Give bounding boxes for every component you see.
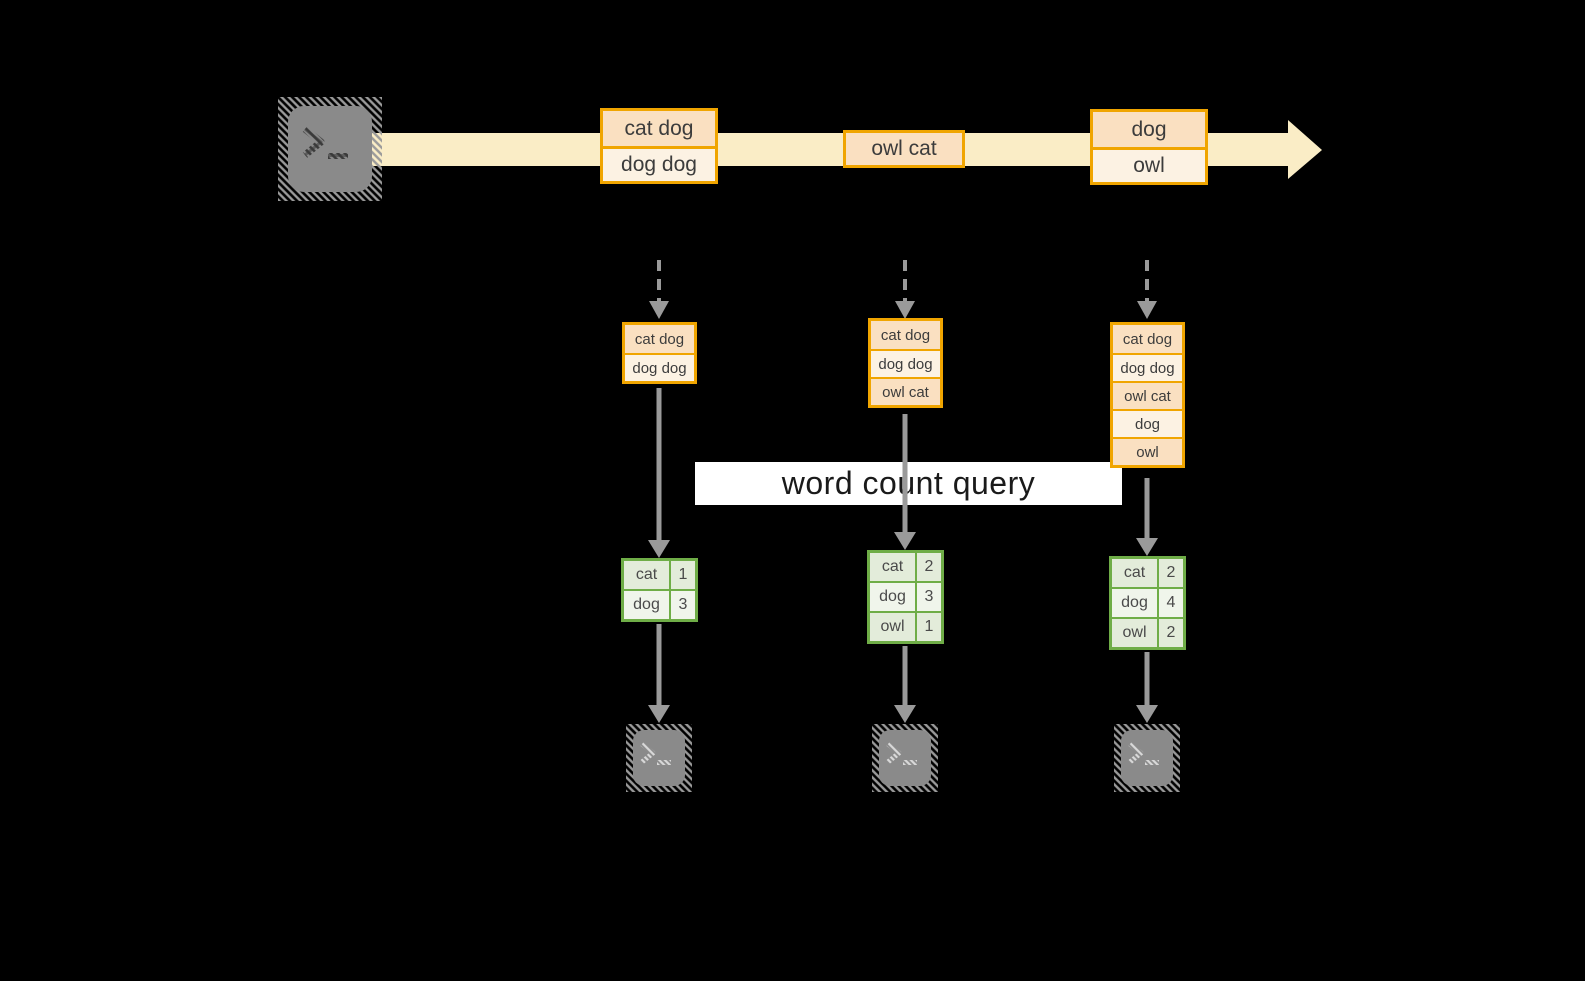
batch-box-3: dog owl — [1090, 109, 1208, 185]
query-label: word count query — [781, 465, 1036, 501]
trigger-arrow-2 — [895, 260, 915, 319]
result-word-cell: dog — [1112, 589, 1157, 617]
result-word-cell: dog — [870, 583, 915, 611]
result-word-cell: cat — [870, 553, 915, 581]
result-table-3: cat 2 dog 4 owl 2 — [1109, 556, 1186, 650]
batch-cell: owl — [1093, 147, 1205, 182]
terminal-icon — [626, 724, 692, 792]
result-count-cell: 2 — [1159, 559, 1183, 587]
result-count-cell: 4 — [1159, 589, 1183, 617]
result-count-cell: 3 — [917, 583, 941, 611]
state-box-2: cat dog dog dog owl cat — [868, 318, 943, 408]
batch-cell: owl cat — [846, 133, 962, 165]
sink-terminal-2 — [872, 724, 938, 797]
result-word-cell: cat — [624, 561, 669, 589]
state-cell: dog dog — [625, 353, 694, 381]
state-cell: cat dog — [1113, 325, 1182, 353]
query-arrow-3 — [1136, 478, 1158, 556]
trigger-arrow-3 — [1137, 260, 1157, 319]
batch-cell: dog — [1093, 112, 1205, 147]
query-band: word count query — [695, 462, 1122, 505]
state-cell: owl cat — [871, 377, 940, 405]
terminal-icon — [1114, 724, 1180, 792]
sink-arrow-2 — [894, 646, 916, 723]
state-cell: dog dog — [1113, 353, 1182, 381]
terminal-icon — [872, 724, 938, 792]
state-cell: owl — [1113, 437, 1182, 465]
state-cell: dog dog — [871, 349, 940, 377]
result-table-2: cat 2 dog 3 owl 1 — [867, 550, 944, 644]
batch-cell: cat dog — [603, 111, 715, 146]
batch-box-1: cat dog dog dog — [600, 108, 718, 184]
result-word-cell: cat — [1112, 559, 1157, 587]
result-count-cell: 2 — [917, 553, 941, 581]
batch-cell: dog dog — [603, 146, 715, 181]
result-count-cell: 2 — [1159, 619, 1183, 647]
state-cell: cat dog — [625, 325, 694, 353]
sink-arrow-3 — [1136, 652, 1158, 723]
terminal-icon — [278, 97, 382, 201]
result-word-cell: dog — [624, 591, 669, 619]
state-box-1: cat dog dog dog — [622, 322, 697, 384]
source-terminal — [278, 97, 382, 206]
result-word-cell: owl — [870, 613, 915, 641]
trigger-arrow-1 — [649, 260, 669, 319]
state-cell: cat dog — [871, 321, 940, 349]
result-word-cell: owl — [1112, 619, 1157, 647]
sink-terminal-1 — [626, 724, 692, 797]
result-count-cell: 1 — [671, 561, 695, 589]
state-cell: owl cat — [1113, 381, 1182, 409]
sink-arrow-1 — [648, 624, 670, 723]
state-cell: dog — [1113, 409, 1182, 437]
sink-terminal-3 — [1114, 724, 1180, 797]
result-count-cell: 3 — [671, 591, 695, 619]
result-count-cell: 1 — [917, 613, 941, 641]
batch-box-2: owl cat — [843, 130, 965, 168]
result-table-1: cat 1 dog 3 — [621, 558, 698, 622]
query-arrow-1 — [648, 388, 670, 558]
state-box-3: cat dog dog dog owl cat dog owl — [1110, 322, 1185, 468]
